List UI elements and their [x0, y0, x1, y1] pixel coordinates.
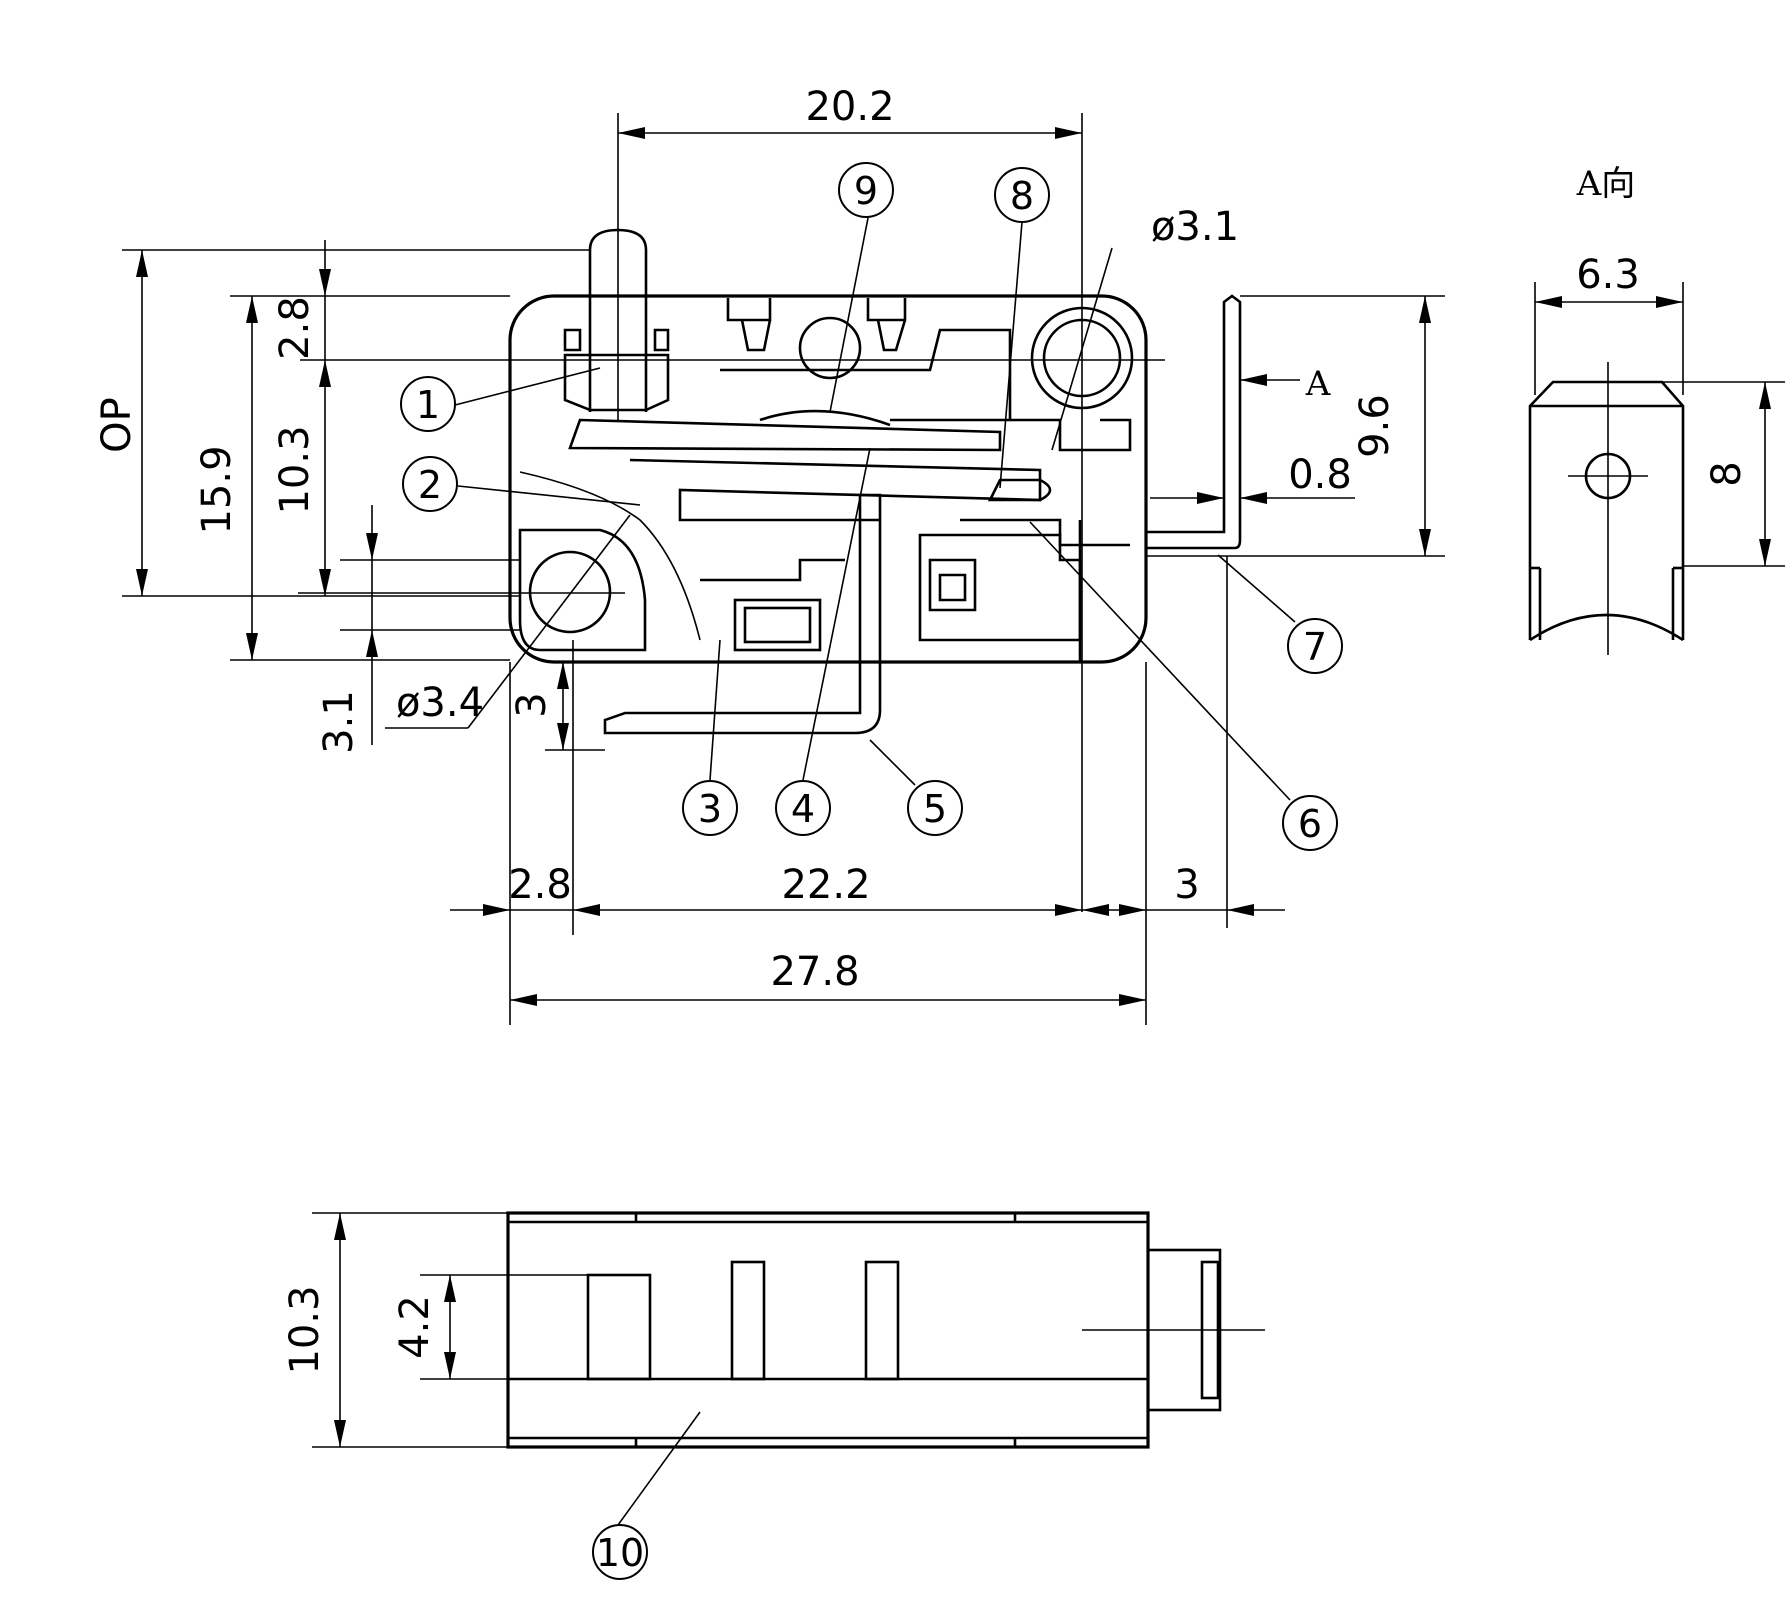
bottom-view: 10.3 4.2	[282, 1211, 1265, 1526]
a-view-bottom-curve	[1529, 613, 1684, 642]
bottom-slot-3	[864, 1260, 900, 1381]
top-clip-left	[726, 298, 772, 352]
leader-hole-dia	[467, 514, 631, 729]
dim-8: 8	[1704, 461, 1750, 486]
dim-27-8: 27.8	[770, 949, 859, 995]
svg-text:9: 9	[854, 169, 878, 213]
dim-3-1: 3.1	[316, 690, 362, 754]
dim-hole-dia: ø3.4	[396, 680, 484, 726]
plunger-collar	[563, 353, 670, 412]
bottom-slot-1	[586, 1273, 652, 1381]
leader-10	[617, 1411, 701, 1526]
callout-10	[592, 1524, 648, 1580]
dim-2-8-horiz: 2.8	[508, 862, 572, 908]
svg-text:2: 2	[418, 463, 442, 507]
dim-3-vert: 3	[509, 692, 555, 717]
callout-7	[1287, 618, 1343, 674]
mount-hole	[528, 550, 612, 634]
top-rib	[720, 328, 1012, 422]
a-view: A向 6.3 8	[1528, 164, 1785, 655]
callout-8	[994, 167, 1050, 223]
dim-3-horiz: 3	[1174, 862, 1199, 908]
callout-4	[775, 780, 831, 836]
dim-pin-dia: ø3.1	[1151, 204, 1239, 250]
callouts: 1 2 3 4 5 6 7 8 9 10	[400, 162, 1343, 1580]
arrow-label-a: A	[1305, 364, 1331, 404]
dim-0-8: 0.8	[1288, 452, 1352, 498]
contact-arm	[629, 458, 1042, 522]
dim-4-2: 4.2	[392, 1295, 438, 1359]
plunger-guide-left	[563, 328, 582, 352]
break-line	[519, 471, 701, 641]
a-view-label: A向	[1576, 164, 1636, 204]
callout-1	[400, 376, 456, 432]
bottom-terminal	[603, 493, 882, 735]
dim-10-3-bottom: 10.3	[282, 1285, 328, 1374]
bottom-slot-2	[730, 1260, 766, 1381]
dim-22-2: 22.2	[781, 862, 870, 908]
svg-text:4: 4	[791, 787, 815, 831]
plunger-guide-right	[653, 328, 670, 352]
lower-rib	[700, 558, 845, 582]
callout-5	[907, 780, 963, 836]
svg-text:8: 8	[1010, 174, 1034, 218]
housing-outline	[508, 294, 1148, 664]
lower-window	[733, 598, 822, 652]
svg-text:10: 10	[596, 1531, 644, 1575]
contact-head	[987, 478, 1052, 502]
svg-text:1: 1	[416, 383, 440, 427]
terminal-window	[928, 558, 977, 612]
dim-2-8-vert: 2.8	[272, 296, 318, 360]
callout-6	[1282, 795, 1338, 851]
callout-2	[402, 456, 458, 512]
dim-op: OP	[94, 397, 140, 453]
svg-text:7: 7	[1303, 625, 1327, 669]
svg-text:3: 3	[698, 787, 722, 831]
bottom-body	[506, 1211, 1150, 1449]
actuator-lever	[568, 418, 1002, 452]
callout-3	[682, 780, 738, 836]
a-view-tab	[1528, 380, 1685, 640]
right-block-top	[1010, 418, 1132, 452]
mount-boss	[518, 528, 647, 652]
front-dimension-labels: 20.2 ø3.1 OP 15.9 2.8 10.3 9.6 0.8 3.1 ø…	[94, 84, 1398, 995]
front-dimensions	[122, 113, 1445, 1025]
svg-text:5: 5	[923, 787, 947, 831]
dim-15-9: 15.9	[194, 445, 240, 534]
dim-9-6: 9.6	[1352, 394, 1398, 458]
terminal-plate	[960, 518, 1130, 547]
right-terminal	[1147, 294, 1242, 550]
top-ball	[798, 316, 862, 380]
svg-text:6: 6	[1298, 802, 1322, 846]
callout-9	[838, 162, 894, 218]
leader-pin-dia	[1051, 247, 1113, 451]
spring-arc	[759, 409, 891, 427]
dim-6-3: 6.3	[1576, 252, 1640, 298]
dim-10-3-vert: 10.3	[272, 425, 318, 514]
top-clip-right	[866, 298, 907, 352]
dim-20-2: 20.2	[805, 84, 894, 130]
lower-window-inner	[743, 606, 812, 644]
